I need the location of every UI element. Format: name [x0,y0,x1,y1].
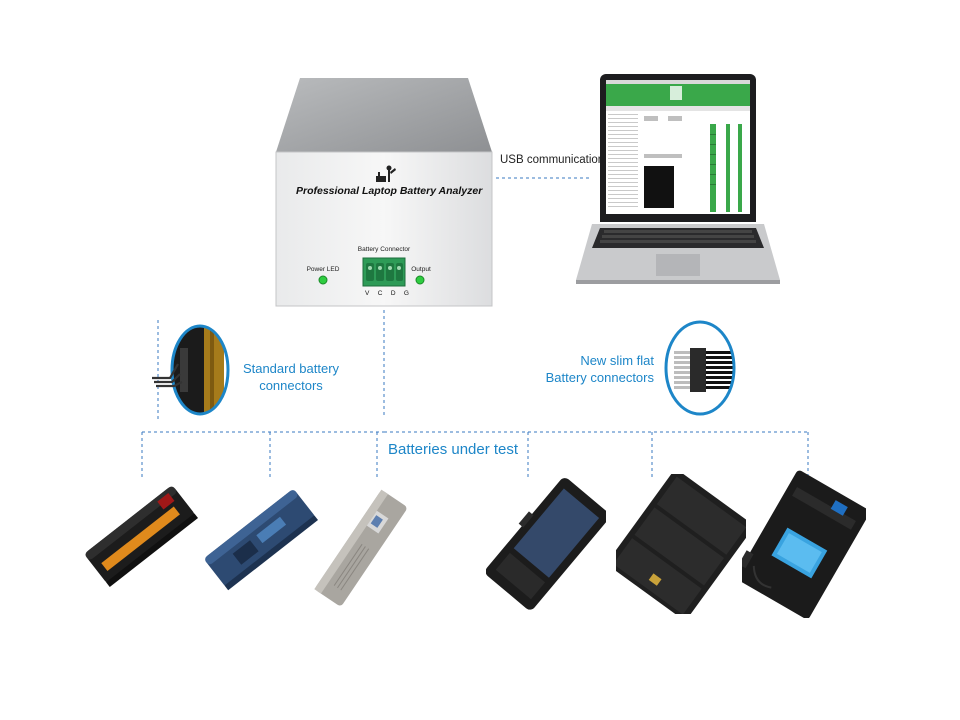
slim-connectors-line2: Battery connectors [545,370,654,385]
output-label: Output [411,266,431,273]
pin-d-label: D [390,290,396,297]
analyzer-body-graphic [275,78,493,307]
standard-connectors-label: Standard battery connectors [236,360,346,394]
batteries-under-test-heading: Batteries under test [388,441,519,458]
output-led [415,275,425,285]
laptop [576,74,780,286]
standard-connectors-line2: connectors [259,378,323,393]
standard-connector-wires [152,363,183,388]
battery-connector-label: Battery Connector [357,246,411,253]
battery-2-acer [205,490,319,591]
battery-analyzer-device: Professional Laptop Battery Analyzer Bat… [272,78,496,310]
battery-3-dell [314,489,407,606]
pin-labels: V C D G [365,290,409,297]
slim-connectors-line1: New slim flat [580,353,654,368]
battery-5-macbook-air [616,474,746,614]
battery-4-apple [486,478,606,610]
usb-communication-label: USB communication [500,154,605,166]
power-led [318,275,328,285]
laptop-graphic [576,74,780,284]
battery-1-lenovo [85,486,199,588]
standard-connector-graphic [170,324,230,416]
battery-6-dell-flat [742,470,866,618]
pin-g-label: G [403,290,409,297]
pin-v-label: V [365,290,370,297]
standard-connector-zoom [152,324,240,416]
power-led-label: Power LED [306,266,340,273]
standard-connectors-line1: Standard battery [242,361,340,376]
slim-connectors-label: New slim flat Battery connectors [542,352,654,386]
analyzer-title: Professional Laptop Battery Analyzer [296,185,483,197]
slim-connector-graphic [664,320,736,416]
pin-c-label: C [377,290,383,297]
slim-connector-zoom [662,318,738,418]
